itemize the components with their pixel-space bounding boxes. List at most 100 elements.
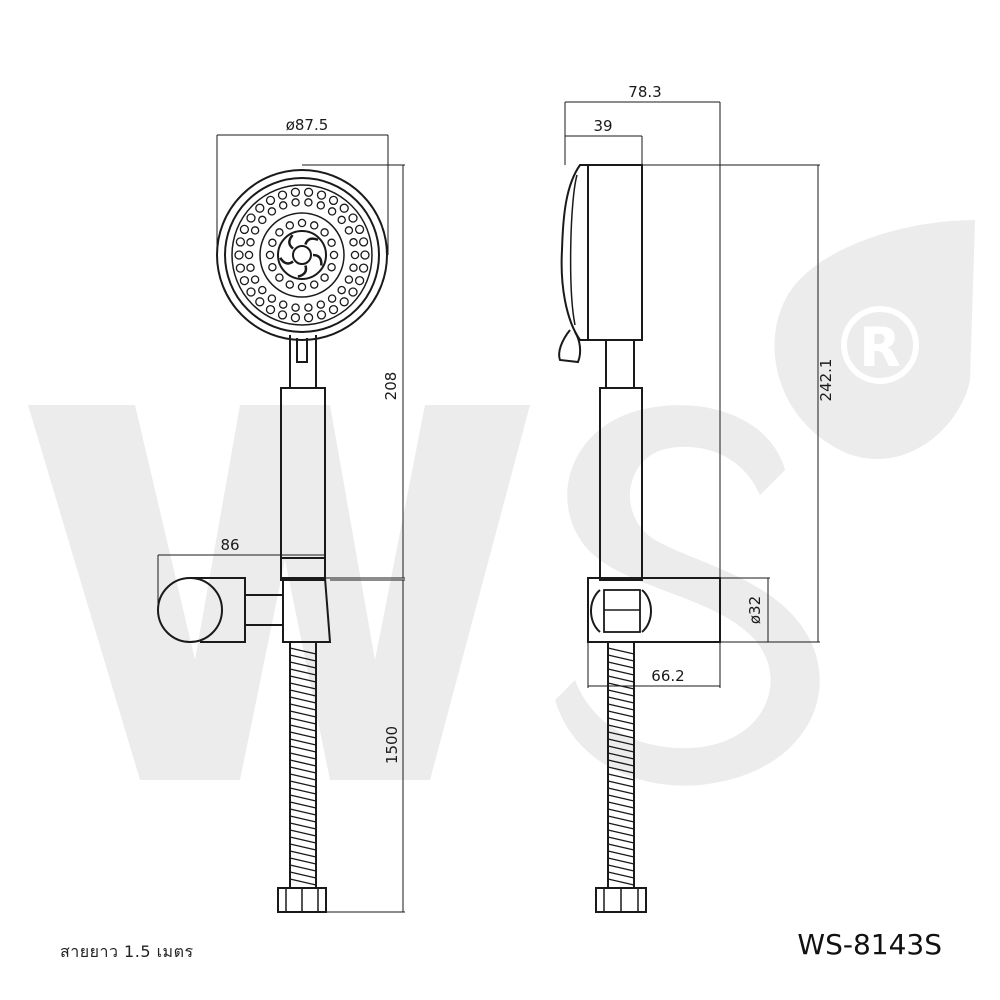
nozzle xyxy=(358,263,369,273)
hose-coil xyxy=(289,703,317,711)
dim-head-diameter-line xyxy=(216,134,389,255)
nozzle xyxy=(265,195,276,206)
hose-coil xyxy=(289,787,317,795)
watermark-w xyxy=(28,405,530,780)
hose-coil xyxy=(289,724,317,732)
nozzle xyxy=(316,190,327,200)
dim-66-2-label: 66.2 xyxy=(651,667,684,685)
dim-39-label: 39 xyxy=(593,117,612,135)
hose-coil xyxy=(607,654,635,662)
hose-coil xyxy=(607,696,635,704)
hose-coil xyxy=(607,773,635,781)
front-holder-cup xyxy=(282,577,332,643)
hose-coil xyxy=(607,703,635,711)
hose-coil xyxy=(607,815,635,823)
hose-coil xyxy=(607,878,635,886)
nozzle xyxy=(358,237,369,247)
side-holder-body xyxy=(587,577,721,643)
nozzle xyxy=(297,282,307,292)
front-head-center-ring xyxy=(277,230,327,280)
hose-coil xyxy=(607,745,635,753)
nozzle xyxy=(244,250,254,260)
model-number: WS-8143S xyxy=(797,928,942,961)
nozzle xyxy=(348,287,358,297)
nozzle xyxy=(329,250,339,260)
dim-208-label: 208 xyxy=(382,372,400,401)
dim-39-line xyxy=(565,135,643,165)
front-head-ring xyxy=(224,177,380,333)
hose-coil xyxy=(607,759,635,767)
watermark-s xyxy=(555,405,820,786)
hose-coil xyxy=(607,675,635,683)
nozzle xyxy=(337,285,346,295)
nozzle xyxy=(255,203,265,213)
side-view xyxy=(558,164,721,913)
nozzle xyxy=(344,275,354,284)
nozzle xyxy=(316,300,326,309)
hose-coil xyxy=(289,808,317,816)
hose-coil xyxy=(607,717,635,725)
nozzle xyxy=(303,187,314,197)
hose-length-note: สายยาว 1.5 เมตร xyxy=(60,942,194,961)
dim-32-label: ø32 xyxy=(746,596,764,624)
front-view xyxy=(157,169,388,913)
nozzle xyxy=(304,198,313,207)
nozzle xyxy=(339,297,349,307)
swirl-blade xyxy=(279,257,294,265)
dim-78-3-label: 78.3 xyxy=(628,83,661,101)
dim-78-3-line xyxy=(564,101,721,578)
hose-coil xyxy=(289,864,317,872)
hose-coil xyxy=(289,675,317,683)
nozzle xyxy=(285,280,295,289)
nozzle xyxy=(316,310,327,320)
hose-coil xyxy=(607,808,635,816)
nozzle xyxy=(349,263,358,272)
nozzle xyxy=(327,207,337,216)
nozzle xyxy=(328,304,339,315)
nozzle xyxy=(265,304,276,315)
nozzle xyxy=(316,201,326,210)
hose-coil xyxy=(289,654,317,662)
front-head-face xyxy=(231,184,373,326)
hose-coil xyxy=(289,843,317,851)
nozzle xyxy=(265,250,275,260)
nozzle xyxy=(327,238,336,248)
nozzle xyxy=(278,201,288,210)
nozzle xyxy=(268,262,277,272)
dim-head-diameter-label: ø87.5 xyxy=(286,116,329,134)
side-neck xyxy=(605,340,635,388)
hose-coil xyxy=(289,738,317,746)
hose-coil xyxy=(607,871,635,879)
front-neck xyxy=(289,335,317,388)
dim-242-1-label: 242.1 xyxy=(817,359,835,402)
nozzle xyxy=(350,250,360,260)
hose-coil xyxy=(607,738,635,746)
hose-coil xyxy=(289,759,317,767)
nozzle xyxy=(328,195,339,206)
hose-coil xyxy=(607,850,635,858)
registered-mark-ring xyxy=(841,306,919,384)
side-head-back-curve xyxy=(569,174,578,326)
hose-coil xyxy=(607,731,635,739)
nozzle xyxy=(309,221,319,230)
swirl-blade xyxy=(288,234,294,250)
nozzle xyxy=(327,262,336,272)
hose-coil xyxy=(607,794,635,802)
hose-coil xyxy=(289,696,317,704)
front-handle xyxy=(280,387,326,581)
hose-coil xyxy=(289,710,317,718)
nozzle xyxy=(349,238,358,247)
nozzle xyxy=(277,190,288,200)
nozzle xyxy=(235,263,246,273)
nozzle xyxy=(348,213,358,223)
registered-mark-r: R xyxy=(859,316,901,379)
hose-coil xyxy=(607,710,635,718)
nozzle xyxy=(267,207,277,216)
hose-coil xyxy=(289,801,317,809)
nozzle xyxy=(246,213,256,223)
nozzle xyxy=(277,310,288,320)
nozzle xyxy=(320,273,329,282)
hose-coil xyxy=(607,864,635,872)
hose-coil xyxy=(289,731,317,739)
